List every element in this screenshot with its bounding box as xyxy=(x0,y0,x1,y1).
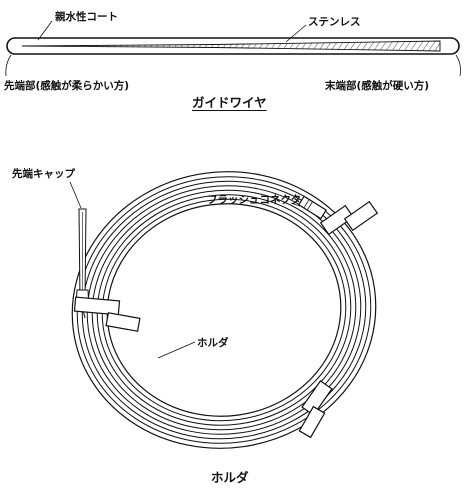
holder-leader-line xyxy=(157,341,196,359)
proximal-end-label: 末端部(感触が硬い方) xyxy=(325,80,430,92)
guidewire-drawing xyxy=(5,20,461,77)
distal-tip-leader-line xyxy=(5,54,12,77)
flush-connector-label: フラッシュコネクタ xyxy=(207,194,302,206)
holder-label: ホルダ xyxy=(197,337,229,349)
core-leader-line xyxy=(285,24,307,43)
stainless-core xyxy=(21,40,441,52)
coating-leader-line xyxy=(37,20,53,41)
distal-tip-label: 先端部(感触が柔らかい方) xyxy=(4,80,130,92)
tip-cap-label: 先端キャップ xyxy=(12,168,75,180)
flush-connector xyxy=(297,195,327,220)
guidewire-title: ガイドワイヤ xyxy=(192,95,267,110)
tip-cap-leader-line xyxy=(69,181,82,209)
proximal-end-leader-line xyxy=(455,54,461,77)
flush-connector-leader-line xyxy=(290,202,301,207)
holder-coil xyxy=(71,171,377,449)
coating-label: 親水性コート xyxy=(55,11,118,23)
holder-clips xyxy=(73,200,379,439)
holder-title: ホルダ xyxy=(211,470,249,485)
core-label: ステンレス xyxy=(308,16,361,28)
